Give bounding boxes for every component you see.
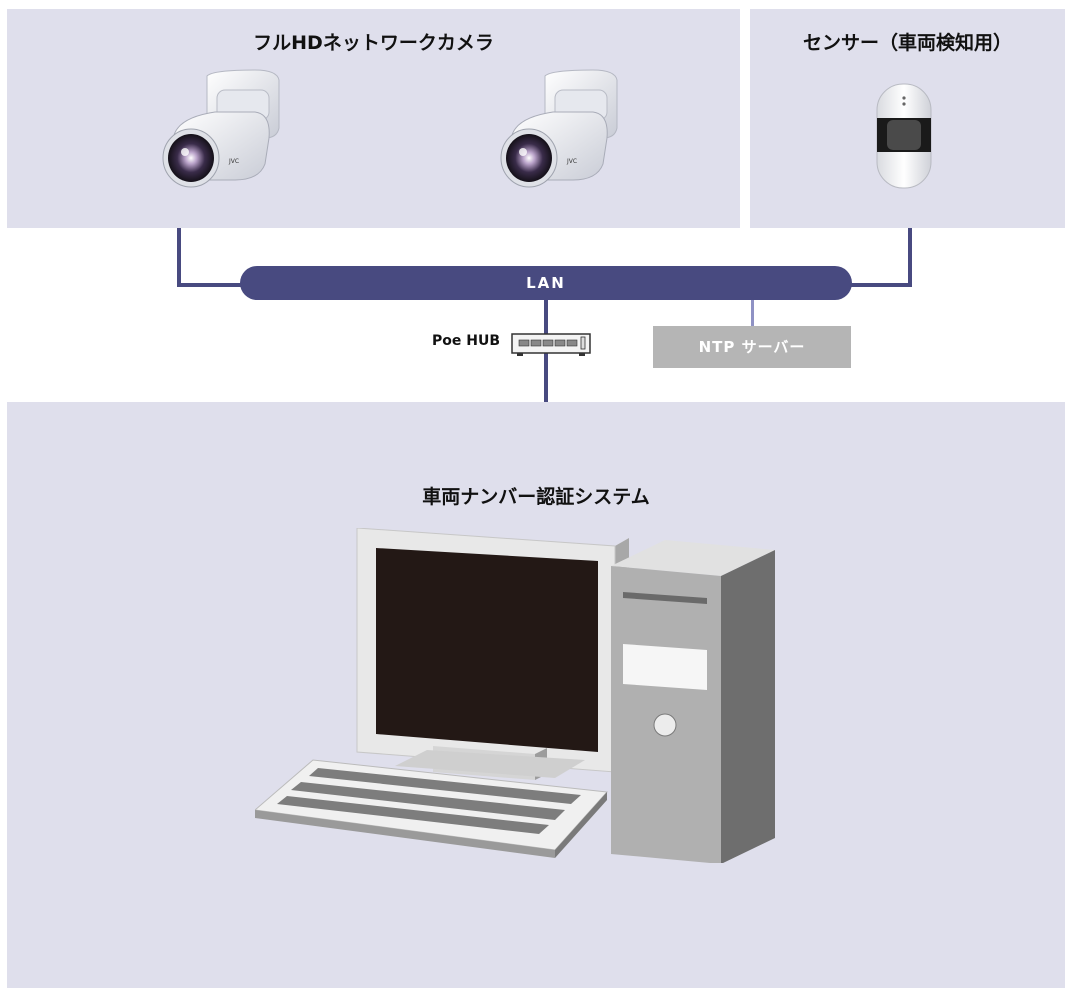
camera-link-line bbox=[177, 228, 181, 286]
camera-panel-title: フルHDネットワークカメラ bbox=[253, 32, 494, 54]
vehicle-sensor-icon bbox=[876, 83, 932, 189]
sensor-link-line bbox=[845, 283, 912, 287]
svg-text:JVC: JVC bbox=[566, 158, 577, 165]
camera-link-line bbox=[177, 283, 247, 287]
ntp-link-line bbox=[751, 298, 754, 328]
computer-icon bbox=[255, 528, 775, 863]
sensor-panel-title: センサー（車両検知用） bbox=[802, 32, 1012, 54]
system-panel-title: 車両ナンバー認証システム bbox=[422, 486, 650, 508]
network-camera-icon: JVC bbox=[500, 69, 618, 188]
network-camera-icon: JVC bbox=[162, 69, 280, 188]
sensor-link-line bbox=[908, 228, 912, 286]
camera-panel: フルHDネットワークカメラ bbox=[7, 9, 740, 228]
poe-hub-icon bbox=[511, 333, 591, 356]
svg-text:JVC: JVC bbox=[228, 158, 239, 165]
ntp-server-box: NTP サーバー bbox=[653, 326, 851, 368]
lan-bus: LAN bbox=[240, 266, 852, 300]
poe-hub-label: Poe HUB bbox=[431, 333, 500, 349]
